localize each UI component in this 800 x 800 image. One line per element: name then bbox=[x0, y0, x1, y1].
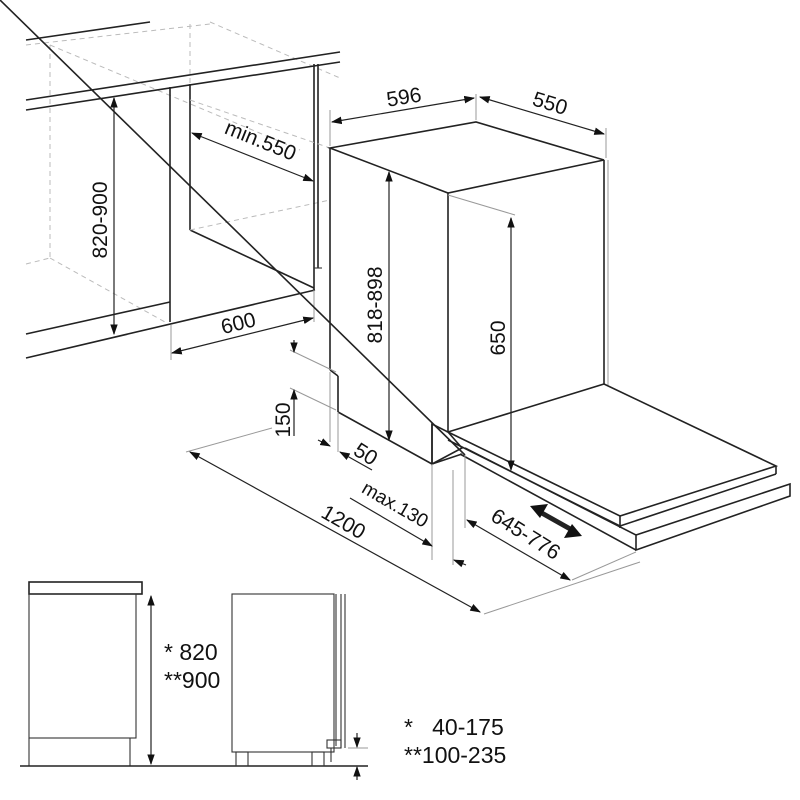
svg-text:596: 596 bbox=[385, 83, 423, 111]
dishwasher-door-open bbox=[0, 0, 791, 552]
dim-plinth-height: 150 bbox=[272, 340, 337, 438]
dim-niche-depth: min.550 bbox=[190, 116, 315, 182]
svg-text:150: 150 bbox=[272, 402, 295, 437]
kitchen-cabinets bbox=[25, 21, 341, 359]
svg-text:* 40-175: * 40-175 bbox=[404, 714, 504, 740]
dim-appliance-depth: 550 bbox=[478, 88, 607, 158]
dim-door-height: 650 bbox=[487, 216, 515, 472]
svg-text:650: 650 bbox=[487, 320, 510, 355]
svg-text:818-898: 818-898 bbox=[364, 266, 387, 343]
svg-text:**100-235: **100-235 bbox=[404, 742, 506, 768]
svg-text:550: 550 bbox=[530, 88, 570, 120]
svg-text:600: 600 bbox=[219, 308, 259, 339]
door-slide-arrow-icon bbox=[530, 504, 582, 538]
dim-plinth-depth: 50 bbox=[317, 372, 381, 471]
svg-text:1200: 1200 bbox=[317, 501, 369, 544]
dishwasher-body bbox=[327, 121, 609, 466]
svg-text:* 820: * 820 bbox=[164, 639, 218, 665]
side-view-cabinet bbox=[20, 581, 368, 767]
dim-appliance-height: 818-898 bbox=[364, 170, 393, 442]
legend: * 40-175 **100-235 bbox=[404, 714, 506, 768]
dim-plinth-range bbox=[348, 733, 368, 780]
svg-text:820-900: 820-900 bbox=[89, 181, 112, 258]
dim-cabinet-height: * 820 **900 bbox=[147, 594, 220, 766]
dim-niche-height: 820-900 bbox=[89, 96, 118, 336]
svg-text:645-776: 645-776 bbox=[487, 504, 565, 564]
svg-text:50: 50 bbox=[349, 439, 381, 471]
dim-appliance-width: 596 bbox=[329, 83, 477, 146]
dim-niche-width: 600 bbox=[170, 290, 315, 360]
svg-text:**900: **900 bbox=[164, 667, 220, 693]
side-view-dishwasher bbox=[231, 593, 346, 767]
